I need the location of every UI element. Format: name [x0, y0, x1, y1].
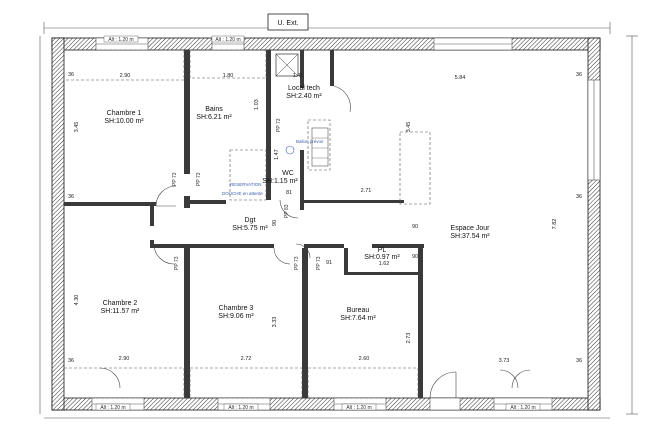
dimension: 2.60: [359, 356, 370, 362]
dimension: 36: [68, 358, 74, 364]
dimension: 3.45: [406, 122, 412, 133]
fixture-label: Ballon prévoir: [296, 139, 324, 144]
dimension: 36: [576, 358, 582, 364]
dimension: 2.72: [241, 356, 252, 362]
window-tag: Alt : 1.20 m: [215, 37, 240, 43]
dimension: 3.33: [272, 317, 278, 328]
door-tag: PP 73: [174, 256, 180, 270]
exterior-unit-box: U. Ext.: [267, 13, 309, 31]
dimension: 2.73: [406, 333, 412, 344]
door-tag: PP 73: [294, 256, 300, 270]
dimension: 3.45: [74, 122, 80, 133]
room-area: SH:9.06 m²: [218, 313, 254, 320]
local-tech-box: [275, 53, 299, 77]
dimension: 91: [326, 260, 332, 266]
dimension-labels: 2.90 1.80 1.41 5.84 3.45 3.45 2.71 7.82 …: [68, 72, 582, 364]
stair-icon: [311, 127, 329, 167]
room-area: SH:6.21 m²: [196, 114, 232, 121]
dimension: 36: [576, 72, 582, 78]
door-tag: PP 73: [196, 172, 202, 186]
door-tag: PP 73: [316, 256, 322, 270]
dimension: 36: [576, 194, 582, 200]
dimension: 1.41: [293, 73, 304, 79]
ballon-icon: [285, 145, 295, 155]
fixture-label: DOUCHE en attente: [222, 191, 263, 196]
dimension: 1.80: [223, 73, 234, 79]
room-area: SH:11.57 m²: [101, 308, 140, 315]
room-name: Dgt: [245, 217, 256, 224]
room-name: Chambre 2: [103, 300, 138, 307]
dimension: 7.82: [552, 219, 558, 230]
dimension: 3.73: [499, 358, 510, 364]
room-name: Bains: [205, 106, 223, 113]
door-tag: PP 73: [276, 118, 282, 132]
dimension: 2.90: [120, 73, 131, 79]
fixture-label: RESERVATION: [230, 182, 262, 187]
room-name: Chambre 3: [219, 305, 254, 312]
room-area: SH:1.15 m²: [262, 178, 298, 185]
room-area: SH:10.00 m²: [104, 118, 144, 125]
exterior-walls: [51, 37, 601, 411]
interior-walls: [64, 50, 424, 398]
window-tags: Alt : 1.20 m Alt : 1.20 m Alt : 1.20 m A…: [95, 35, 541, 411]
dimension: 36: [68, 72, 74, 78]
furniture-outlines: [63, 49, 431, 399]
window-tag: Alt : 1.20 m: [510, 405, 535, 411]
dimension: 1.47: [274, 149, 280, 160]
dimension: 1.62: [379, 261, 390, 267]
dimension: 90: [412, 254, 418, 260]
door-tag: PP 83: [284, 204, 290, 218]
dimension: 90: [272, 220, 278, 226]
windows-top: [95, 37, 601, 181]
dimension: 36: [68, 194, 74, 200]
room-name: Bureau: [347, 307, 370, 314]
door-tags: PP 73 PP 73 PP 73 PP 73 PP 73 PP 73 PP 8…: [172, 118, 322, 270]
window-tag: Alt : 1.20 m: [346, 405, 371, 411]
dimension: 2.90: [119, 356, 130, 362]
dimension: 4.30: [74, 295, 80, 306]
room-name: Espace Jour: [451, 225, 491, 232]
window-tag: Alt : 1.20 m: [108, 37, 133, 43]
room-labels: Chambre 1 SH:10.00 m² Bains SH:6.21 m² L…: [101, 85, 491, 322]
room-area: SH:2.40 m²: [286, 93, 322, 100]
dimension: 5.84: [455, 75, 466, 81]
dimension: 2.71: [361, 188, 372, 194]
window-tag: Alt : 1.20 m: [100, 405, 125, 411]
dimension: 90: [412, 224, 418, 230]
outer-dimension-lines: [39, 22, 638, 419]
door-tag: PP 73: [172, 172, 178, 186]
fixtures: Ballon prévoir RESERVATION DOUCHE en att…: [222, 127, 329, 196]
room-name: WC: [282, 170, 294, 177]
dimension: 81: [286, 190, 292, 196]
room-area: SH:37.54 m²: [450, 233, 490, 240]
room-area: SH:0.97 m²: [364, 254, 400, 261]
window-tag: Alt : 1.20 m: [228, 405, 253, 411]
room-name: PL: [378, 247, 387, 254]
room-area: SH:7.64 m²: [340, 315, 376, 322]
room-area: SH:5.75 m²: [232, 225, 268, 232]
door-swings: [99, 85, 531, 399]
room-name: Local tech: [288, 85, 320, 92]
exterior-unit-label: U. Ext.: [277, 20, 298, 27]
dimension: 1.03: [254, 99, 260, 110]
room-name: Chambre 1: [107, 110, 142, 117]
